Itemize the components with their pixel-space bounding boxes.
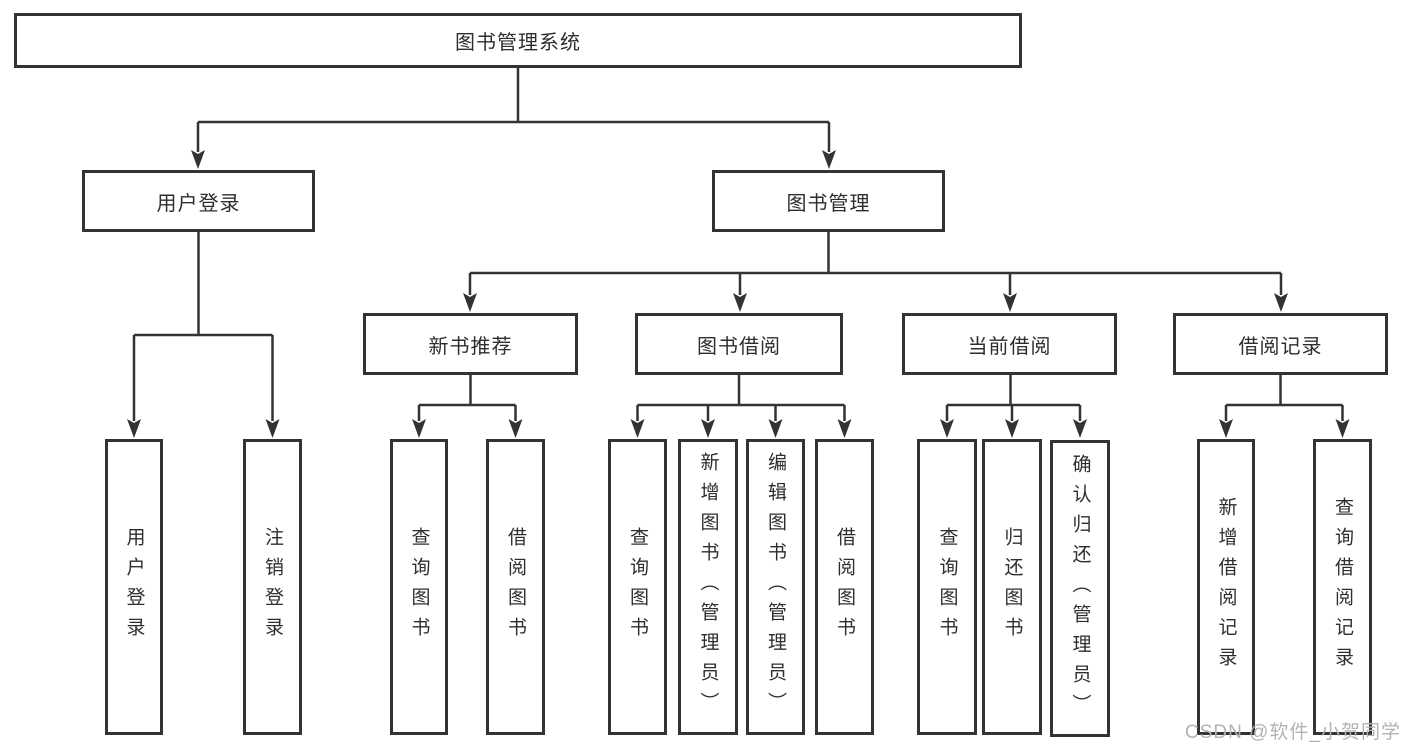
node-new-book-recommend: 新书推荐 xyxy=(363,313,578,375)
node-borrow-records: 借阅记录 xyxy=(1173,313,1388,375)
leaf-query-books-recommend: 查询图书 xyxy=(390,439,448,735)
leaf-user-login: 用户登录 xyxy=(105,439,163,735)
leaf-edit-books-admin: 编辑图书（管理员） xyxy=(746,439,805,735)
leaf-label: 用户登录 xyxy=(123,527,145,647)
leaf-label: 注销登录 xyxy=(262,527,283,647)
csdn-watermark: CSDN @软件_小贺同学 xyxy=(1185,722,1401,743)
leaf-add-borrow-record: 新增借阅记录 xyxy=(1197,439,1255,735)
leaf-add-books-admin: 新增图书（管理员） xyxy=(678,439,738,735)
node-label: 图书管理 xyxy=(786,192,871,215)
leaf-label: 归还图书 xyxy=(1001,527,1023,647)
node-label: 用户登录 xyxy=(156,192,241,215)
leaf-borrow-books-recommend: 借阅图书 xyxy=(486,439,545,735)
leaf-label: 查询借阅记录 xyxy=(1332,497,1353,677)
leaf-label: 查询图书 xyxy=(936,527,958,647)
leaf-label: 借阅图书 xyxy=(834,527,855,647)
leaf-query-books-borrow: 查询图书 xyxy=(608,439,667,735)
node-current-borrow: 当前借阅 xyxy=(902,313,1117,375)
leaf-label: 确认归还（管理员） xyxy=(1069,453,1091,724)
node-user-login: 用户登录 xyxy=(82,170,315,232)
node-root-system: 图书管理系统 xyxy=(14,13,1022,68)
node-label: 借阅记录 xyxy=(1238,335,1323,358)
leaf-query-borrow-record: 查询借阅记录 xyxy=(1313,439,1372,735)
node-book-management: 图书管理 xyxy=(712,170,945,232)
leaf-borrow-books: 借阅图书 xyxy=(815,439,874,735)
leaf-logout-login: 注销登录 xyxy=(243,439,302,735)
node-label: 当前借阅 xyxy=(967,335,1052,358)
leaf-label: 查询图书 xyxy=(408,527,430,647)
node-book-borrow: 图书借阅 xyxy=(635,313,843,375)
leaf-query-books-current: 查询图书 xyxy=(917,439,977,735)
node-label: 图书借阅 xyxy=(697,335,781,358)
node-label: 新书推荐 xyxy=(428,335,513,358)
leaf-label: 新增借阅记录 xyxy=(1215,497,1237,677)
arrowhead-icons xyxy=(127,150,1350,438)
leaf-label: 编辑图书（管理员） xyxy=(765,452,786,722)
leaf-label: 查询图书 xyxy=(627,527,648,647)
leaf-label: 借阅图书 xyxy=(505,527,526,647)
node-label: 图书管理系统 xyxy=(455,32,581,54)
leaf-label: 新增图书（管理员） xyxy=(697,452,719,722)
leaf-return-books: 归还图书 xyxy=(982,439,1042,735)
leaf-confirm-return-admin: 确认归还（管理员） xyxy=(1050,440,1110,737)
